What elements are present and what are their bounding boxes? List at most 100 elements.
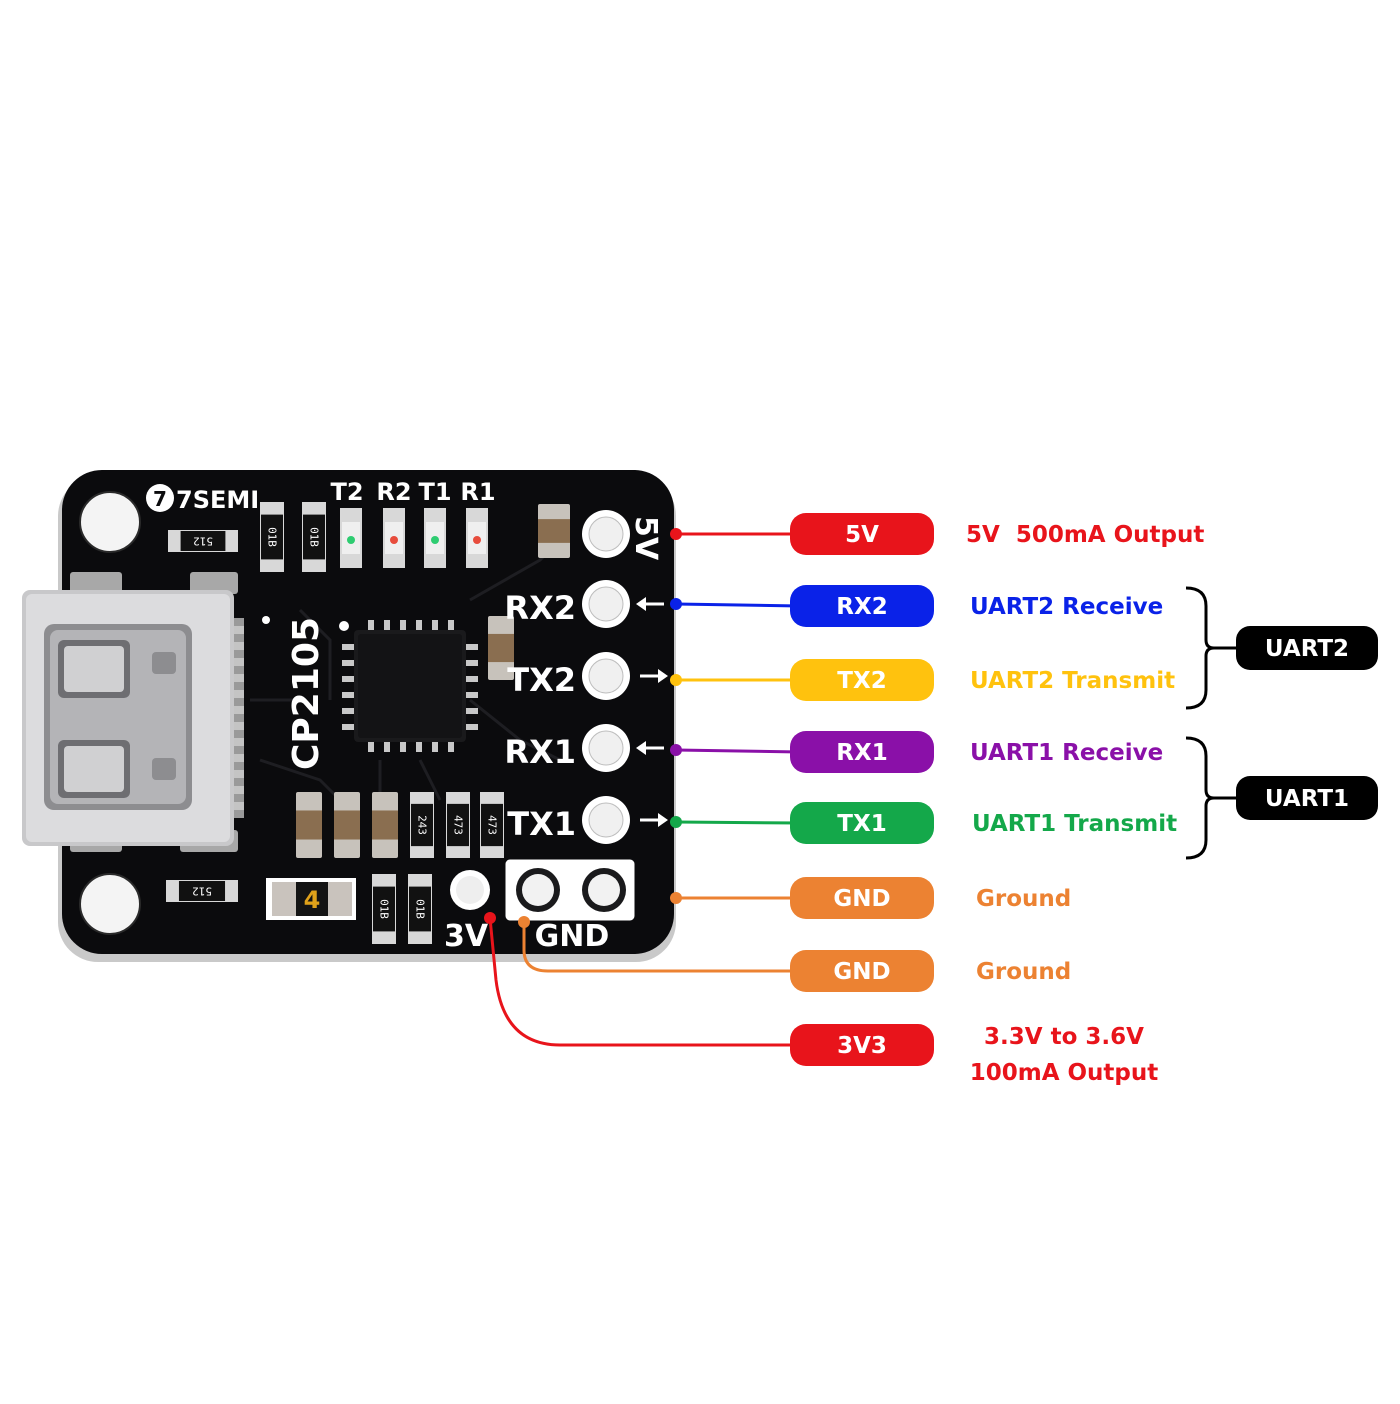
resistor-marking: 243 — [416, 815, 429, 835]
pin-pill-label: GND — [833, 959, 890, 985]
jumper-label: 4 — [304, 886, 321, 914]
callout-dot — [670, 528, 682, 540]
callout-line — [522, 922, 800, 973]
smd-resistor: 473 — [446, 792, 470, 858]
smd-capacitor — [334, 792, 360, 858]
pin-header-pads — [582, 510, 630, 844]
callout-line — [488, 917, 800, 1047]
callout-line — [675, 820, 801, 825]
smd-led — [340, 508, 362, 568]
logo-text: 7SEMI — [176, 486, 259, 514]
pin-description: 5V 500mA Output — [966, 522, 1204, 548]
bracket — [1185, 586, 1215, 710]
chip-label: CP2105 — [286, 617, 327, 770]
smd-led — [466, 508, 488, 568]
pin-pill-3v3: 3V3 — [790, 1024, 934, 1066]
smd-led — [424, 508, 446, 568]
smd-capacitor — [296, 792, 322, 858]
silk-3v: 3V — [444, 919, 489, 954]
callout-dot — [518, 916, 530, 928]
pin-pill-label: TX2 — [837, 668, 886, 694]
smd-resistor: 01B — [302, 502, 326, 572]
silk-5v: 5V — [628, 516, 663, 561]
pin-pill-gnd: GND — [790, 950, 934, 992]
resistor-marking: 512 — [192, 885, 212, 898]
callout-line — [675, 602, 801, 608]
group-uart2: UART2 — [1185, 586, 1378, 710]
smd-resistor: 512 — [168, 530, 238, 552]
pin-pill-tx2: TX2 — [790, 659, 934, 701]
resistor-marking: 01B — [308, 527, 321, 547]
callout-lines — [484, 528, 801, 1047]
smd-capacitor — [538, 504, 570, 558]
callout-dot — [670, 892, 682, 904]
smd-resistor: 01B — [372, 874, 396, 944]
mounting-hole — [80, 492, 140, 552]
group-label: UART2 — [1265, 636, 1349, 662]
smd-led — [383, 508, 405, 568]
led-label-r1: R1 — [460, 478, 495, 506]
smd-resistor: 473 — [480, 792, 504, 858]
smd-capacitor — [488, 616, 514, 680]
smd-resistor: 243 — [410, 792, 434, 858]
pin-pill-label: RX1 — [836, 740, 887, 766]
resistor-marking: 473 — [452, 815, 465, 835]
callout-dot — [670, 598, 682, 610]
pin-pill-rx2: RX2 — [790, 585, 934, 627]
silk-tx1: TX1 — [507, 805, 576, 843]
pin-description: Ground — [976, 959, 1071, 985]
pin-pill-5v: 5V — [790, 513, 934, 555]
group-uart1: UART1 — [1185, 736, 1378, 860]
mounting-hole — [80, 874, 140, 934]
pin-pill-gnd: GND — [790, 877, 934, 919]
smd-capacitor — [372, 792, 398, 858]
solder-jumper: 4 — [266, 878, 356, 920]
pin-description: Ground — [976, 886, 1071, 912]
callout-dot — [670, 744, 682, 756]
resistor-marking: 01B — [414, 899, 427, 919]
pin-description: UART2 Transmit — [970, 668, 1175, 694]
smd-resistor: 01B — [260, 502, 284, 572]
cp2105-chip — [339, 620, 478, 752]
smd-resistor: 01B — [408, 874, 432, 944]
silk-tx2: TX2 — [507, 661, 576, 699]
pin-pill-label: TX1 — [837, 811, 886, 837]
smd-resistor: 512 — [166, 880, 238, 902]
brand-logo: 7 7SEMI — [146, 484, 259, 514]
silk-rx2: RX2 — [504, 589, 576, 627]
callout-line — [675, 748, 801, 754]
pin-description: UART1 Transmit — [972, 811, 1177, 837]
arrow-right-icon — [640, 669, 668, 683]
pin-description: UART2 Receive — [970, 594, 1163, 620]
callout-dot — [670, 816, 682, 828]
pin-pill-label: 3V3 — [837, 1033, 887, 1059]
resistor-marking: 01B — [378, 899, 391, 919]
svg-text:7: 7 — [153, 487, 167, 511]
callout-dot — [670, 674, 682, 686]
pin-description: UART1 Receive — [970, 740, 1163, 766]
led-label-t1: T1 — [418, 478, 451, 506]
pin-pill-label: RX2 — [836, 594, 887, 620]
pin-pill-label: 5V — [845, 522, 879, 548]
resistor-marking: 01B — [266, 527, 279, 547]
pin-pill-tx1: TX1 — [790, 802, 934, 844]
resistor-marking: 512 — [193, 535, 213, 548]
pin-description: 3.3V to 3.6V — [984, 1024, 1144, 1050]
arrow-left-icon — [636, 597, 664, 611]
arrow-left-icon — [636, 741, 664, 755]
silk-rx1: RX1 — [504, 733, 576, 771]
callout-dot — [484, 912, 496, 924]
pin-description-line2: 100mA Output — [970, 1060, 1159, 1086]
usb-c-connector — [22, 572, 244, 852]
led-label-t2: T2 — [330, 478, 363, 506]
resistor-marking: 473 — [486, 815, 499, 835]
silk-gnd: GND — [535, 919, 610, 954]
